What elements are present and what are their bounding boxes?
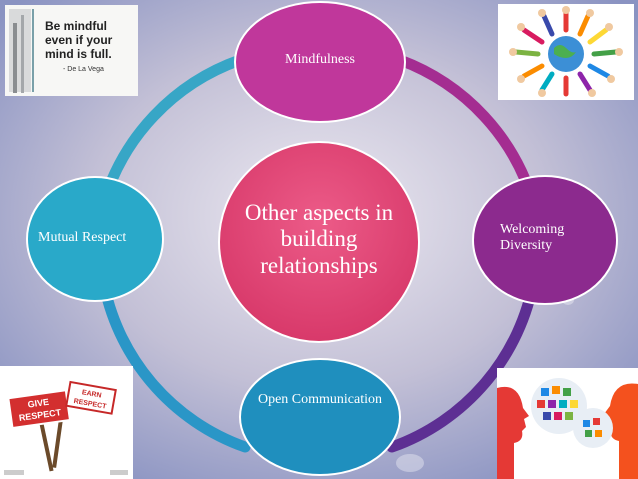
svg-text:EARN: EARN: [81, 389, 102, 399]
node-welcoming-diversity: [472, 175, 618, 305]
diversity-picture: [498, 4, 634, 100]
respect-signs-image: GIVE RESPECT EARN RESPECT: [0, 366, 133, 479]
quote-attribution: - De La Vega: [63, 66, 104, 73]
right-head-silhouette: [604, 383, 638, 479]
respect-picture: GIVE RESPECT EARN RESPECT: [0, 366, 133, 479]
droplet-decoration: [396, 454, 424, 472]
node-label-mindfulness: Mindfulness: [285, 52, 355, 67]
node-label-mutual-respect: Mutual Respect: [38, 230, 127, 245]
communication-picture: [497, 368, 638, 479]
talking-heads-image: [497, 368, 638, 479]
quote-line-2: even if your: [45, 33, 113, 47]
node-label-welcoming-diversity: Welcoming Diversity: [500, 222, 565, 254]
quote-line-1: Be mindful: [45, 19, 107, 33]
center-circle: [218, 141, 420, 343]
earn-respect-sign: [65, 380, 117, 415]
diversity-people-globe-image: [498, 4, 634, 100]
node-label-open-communication: Open Communication: [257, 392, 383, 407]
ring-arc-bottom-left: [97, 273, 251, 453]
mindfulness-quote-image: Be mindful even if your mind is full. - …: [5, 5, 138, 96]
quote-picture: Be mindful even if your mind is full. - …: [5, 5, 138, 96]
node-mutual-respect: [26, 176, 164, 302]
node-mindfulness: [234, 1, 406, 123]
quote-line-3: mind is full.: [45, 47, 112, 61]
svg-text:GIVE: GIVE: [27, 397, 50, 410]
node-open-communication: [239, 358, 401, 476]
ring-arc-bottom-right: [386, 273, 540, 453]
center-label: Other aspects in building relationships: [244, 200, 394, 278]
left-head-silhouette: [497, 387, 529, 479]
